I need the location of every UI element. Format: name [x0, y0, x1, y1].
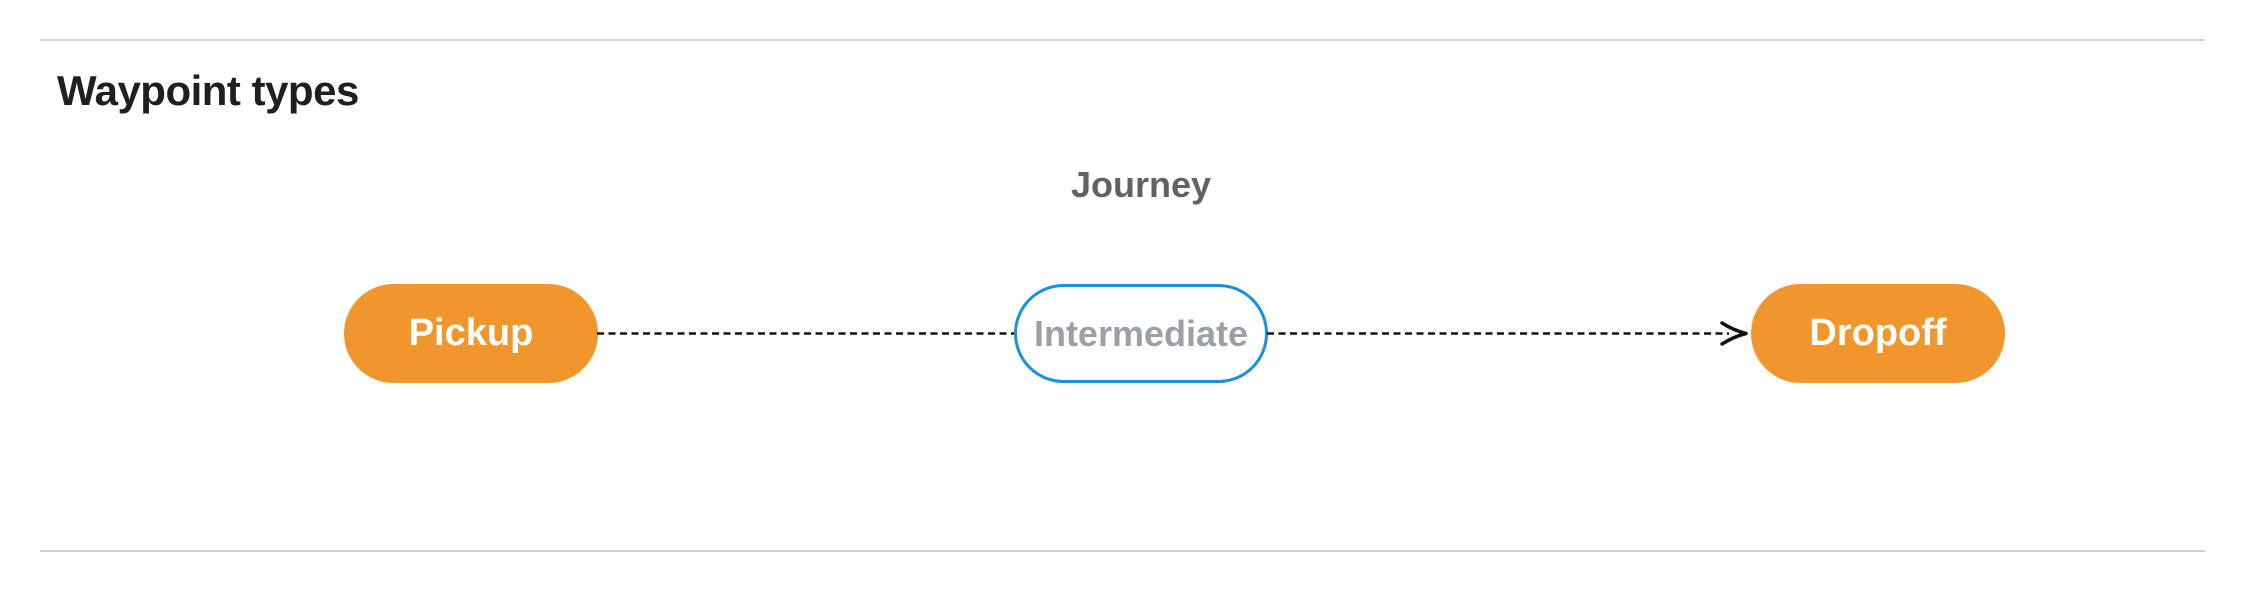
node-intermediate: Intermediate [1014, 284, 1268, 383]
top-divider [40, 39, 2205, 41]
bottom-divider [40, 550, 2205, 552]
node-dropoff: Dropoff [1751, 284, 2005, 383]
node-dropoff-label: Dropoff [1809, 312, 1947, 354]
connector-pickup-to-intermediate [597, 332, 1015, 335]
node-intermediate-label: Intermediate [1033, 312, 1249, 354]
node-pickup: Pickup [344, 284, 598, 383]
node-pickup-label: Pickup [408, 312, 534, 354]
section-heading: Waypoint types [57, 67, 359, 114]
diagram-title: Journey [1070, 164, 1212, 205]
arrowhead-icon [1720, 321, 1748, 346]
connector-intermediate-to-dropoff [1267, 321, 1748, 346]
